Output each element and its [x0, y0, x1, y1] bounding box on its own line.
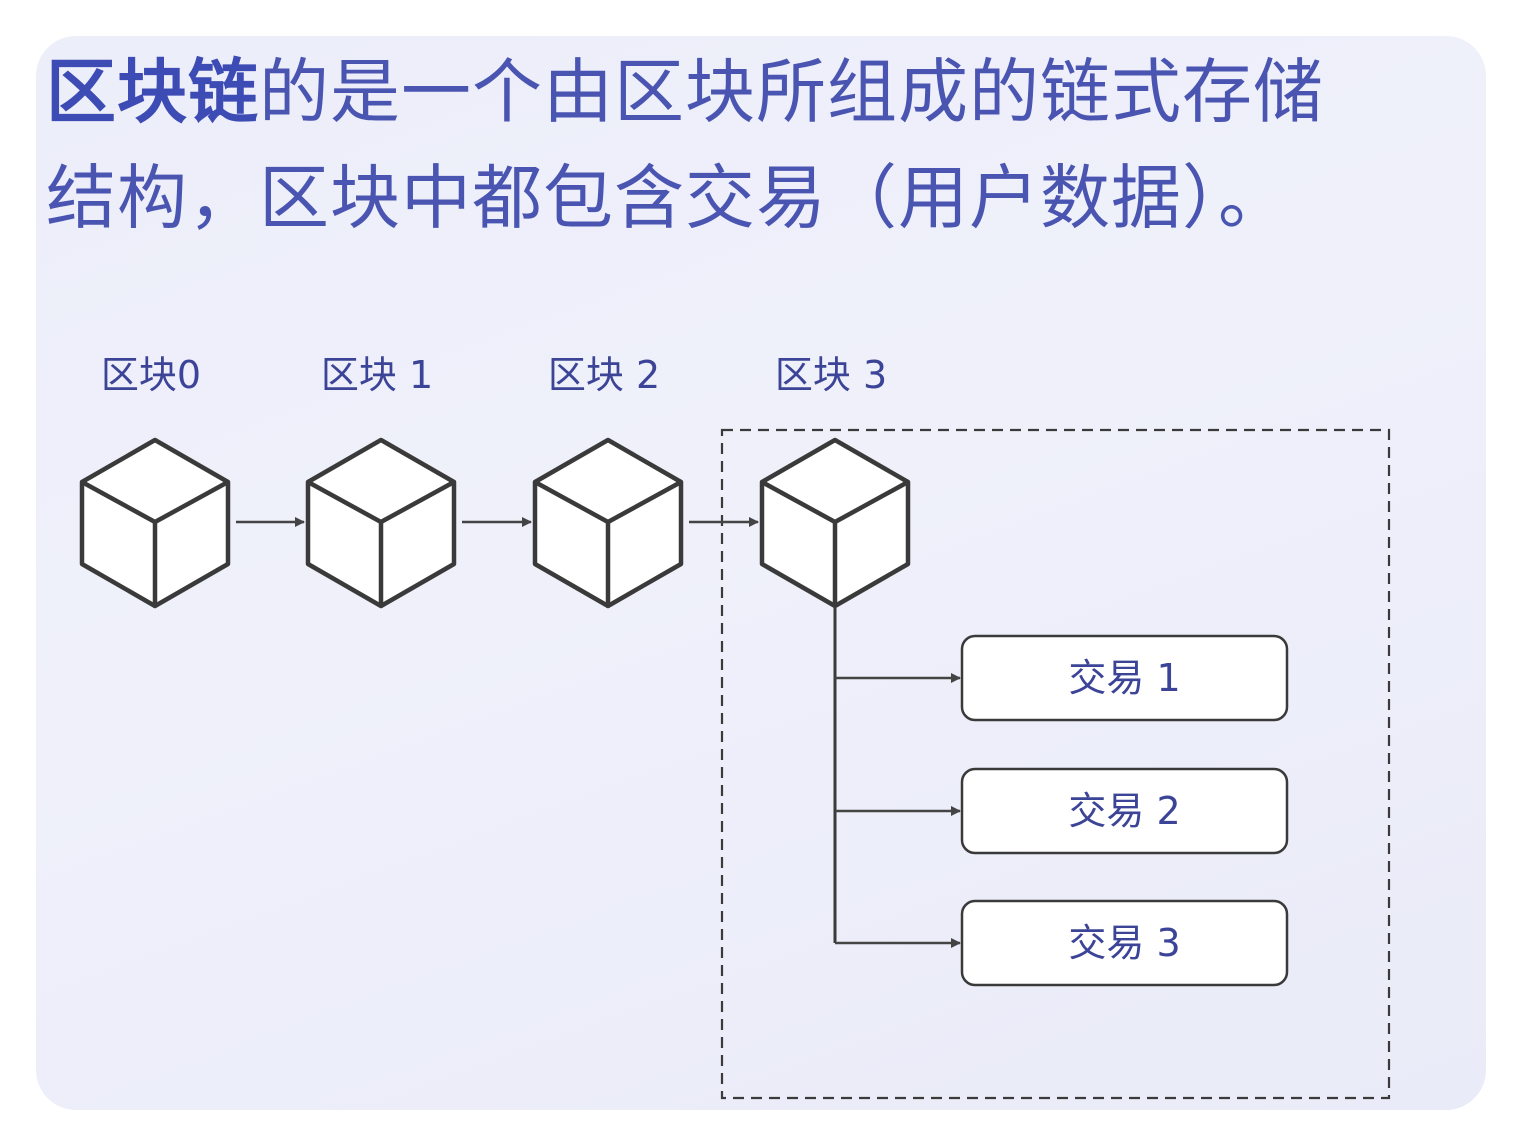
cube-icon: [305, 437, 457, 609]
block-3-container: [720, 428, 1391, 1100]
title-line-1-rest: 的是一个由区块所组成的链式存储: [259, 51, 1324, 133]
block-3: 区块 3: [759, 353, 911, 609]
transaction-1: 交易 1: [835, 634, 1289, 722]
block-2-label: 区块 2: [548, 353, 660, 397]
block-1: 区块 1: [305, 353, 457, 609]
cube-icon: [532, 437, 684, 609]
title-emphasis: 区块链: [46, 51, 259, 133]
transaction-2: 交易 2: [835, 767, 1289, 855]
transaction-3-label: 交易 3: [1068, 921, 1180, 965]
block-2: 区块 2: [532, 353, 684, 609]
transaction-box: [960, 634, 1289, 722]
block-0: 区块0: [79, 353, 231, 609]
block-0-label: 区块0: [101, 353, 201, 397]
title-line-2: 结构，区块中都包含交易（用户数据）。: [46, 157, 1289, 239]
block-3-label: 区块 3: [775, 353, 887, 397]
blocks-layer: 区块0 区块 1 区块 2 区块 3: [79, 353, 911, 609]
cube-icon: [79, 437, 231, 609]
transaction-box: [960, 899, 1289, 987]
title-line-1: 区块链的是一个由区块所组成的链式存储: [46, 48, 1324, 136]
cube-icon: [759, 437, 911, 609]
transaction-3: 交易 3: [835, 899, 1289, 987]
transactions-layer: 交易 1 交易 2 交易 3: [833, 606, 1289, 987]
block-1-label: 区块 1: [321, 353, 433, 397]
slide-panel: 区块链的是一个由区块所组成的链式存储 结构，区块中都包含交易（用户数据）。: [36, 36, 1486, 1110]
transaction-2-label: 交易 2: [1068, 789, 1180, 833]
transaction-1-label: 交易 1: [1068, 656, 1180, 700]
transaction-box: [960, 767, 1289, 855]
